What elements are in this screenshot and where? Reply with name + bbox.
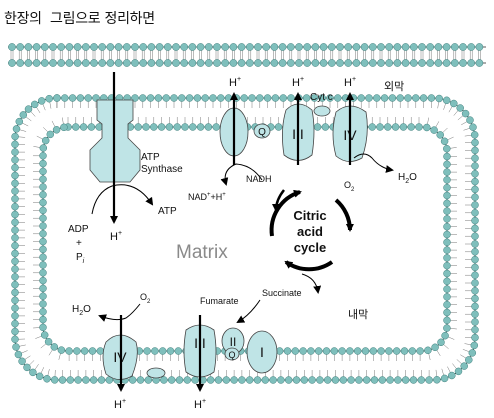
- h-plus-complex-IV-bottom: H+: [114, 398, 126, 411]
- matrix-label: Matrix: [176, 242, 228, 263]
- adp-label: ADP: [68, 224, 89, 235]
- h-plus-complex-IV: H+: [344, 76, 356, 89]
- complex-II-bottom-label: II: [230, 335, 237, 349]
- o2-top-label: O2: [344, 180, 355, 193]
- o2-bottom-label: O2: [140, 292, 151, 305]
- h2o-top-label: H2O: [398, 172, 417, 185]
- citric-acid-cycle: Citric acid cycle: [272, 190, 350, 269]
- plus-label: +: [76, 238, 82, 249]
- cyt-c-bottom: [147, 368, 165, 378]
- atp-label: ATP: [158, 206, 177, 217]
- adp-to-atp-arrow: [92, 185, 152, 214]
- complex-I-bottom: I: [247, 331, 277, 373]
- q-bottom-label: Q: [228, 350, 235, 360]
- cycle-label-1: Citric: [293, 208, 326, 223]
- nadh-label: NADH: [246, 174, 272, 184]
- atp-synthase-label-2: Synthase: [141, 164, 183, 175]
- cyt-c-top: [314, 106, 330, 116]
- cyt-c-label: Cyt c: [310, 92, 333, 103]
- succinate-label: Succinate: [262, 288, 302, 298]
- nad-label: NAD++H+: [188, 192, 226, 202]
- atp-synthase-label-1: ATP: [141, 152, 160, 163]
- ubiquinone-top: Q: [254, 124, 270, 138]
- cycle-label-3: cycle: [294, 240, 327, 255]
- cycle-to-succinate-arrow: [302, 274, 318, 292]
- pi-label: Pi: [76, 252, 85, 265]
- h2o-bottom-label: H2O: [72, 304, 91, 317]
- succinate-to-fumarate-arrow: [238, 300, 260, 322]
- h-plus-complex-III: H+: [292, 76, 304, 89]
- ubiquinone-bottom: Q: [225, 348, 239, 360]
- caption: 한장의 그림으로 정리하면: [4, 8, 155, 28]
- h-plus-atp: H+: [110, 230, 122, 243]
- inner-membrane-label: 내막: [348, 308, 368, 321]
- outer-membrane-label: 외막: [384, 80, 404, 93]
- complex-I-bottom-label: I: [260, 344, 264, 360]
- cycle-label-2: acid: [297, 224, 323, 239]
- h-plus-complex-III-bottom: H+: [194, 398, 206, 411]
- fumarate-label: Fumarate: [200, 296, 239, 306]
- outer-membrane: [8, 43, 486, 66]
- h-plus-complex-I: H+: [229, 76, 241, 89]
- q-top-label: Q: [258, 127, 266, 138]
